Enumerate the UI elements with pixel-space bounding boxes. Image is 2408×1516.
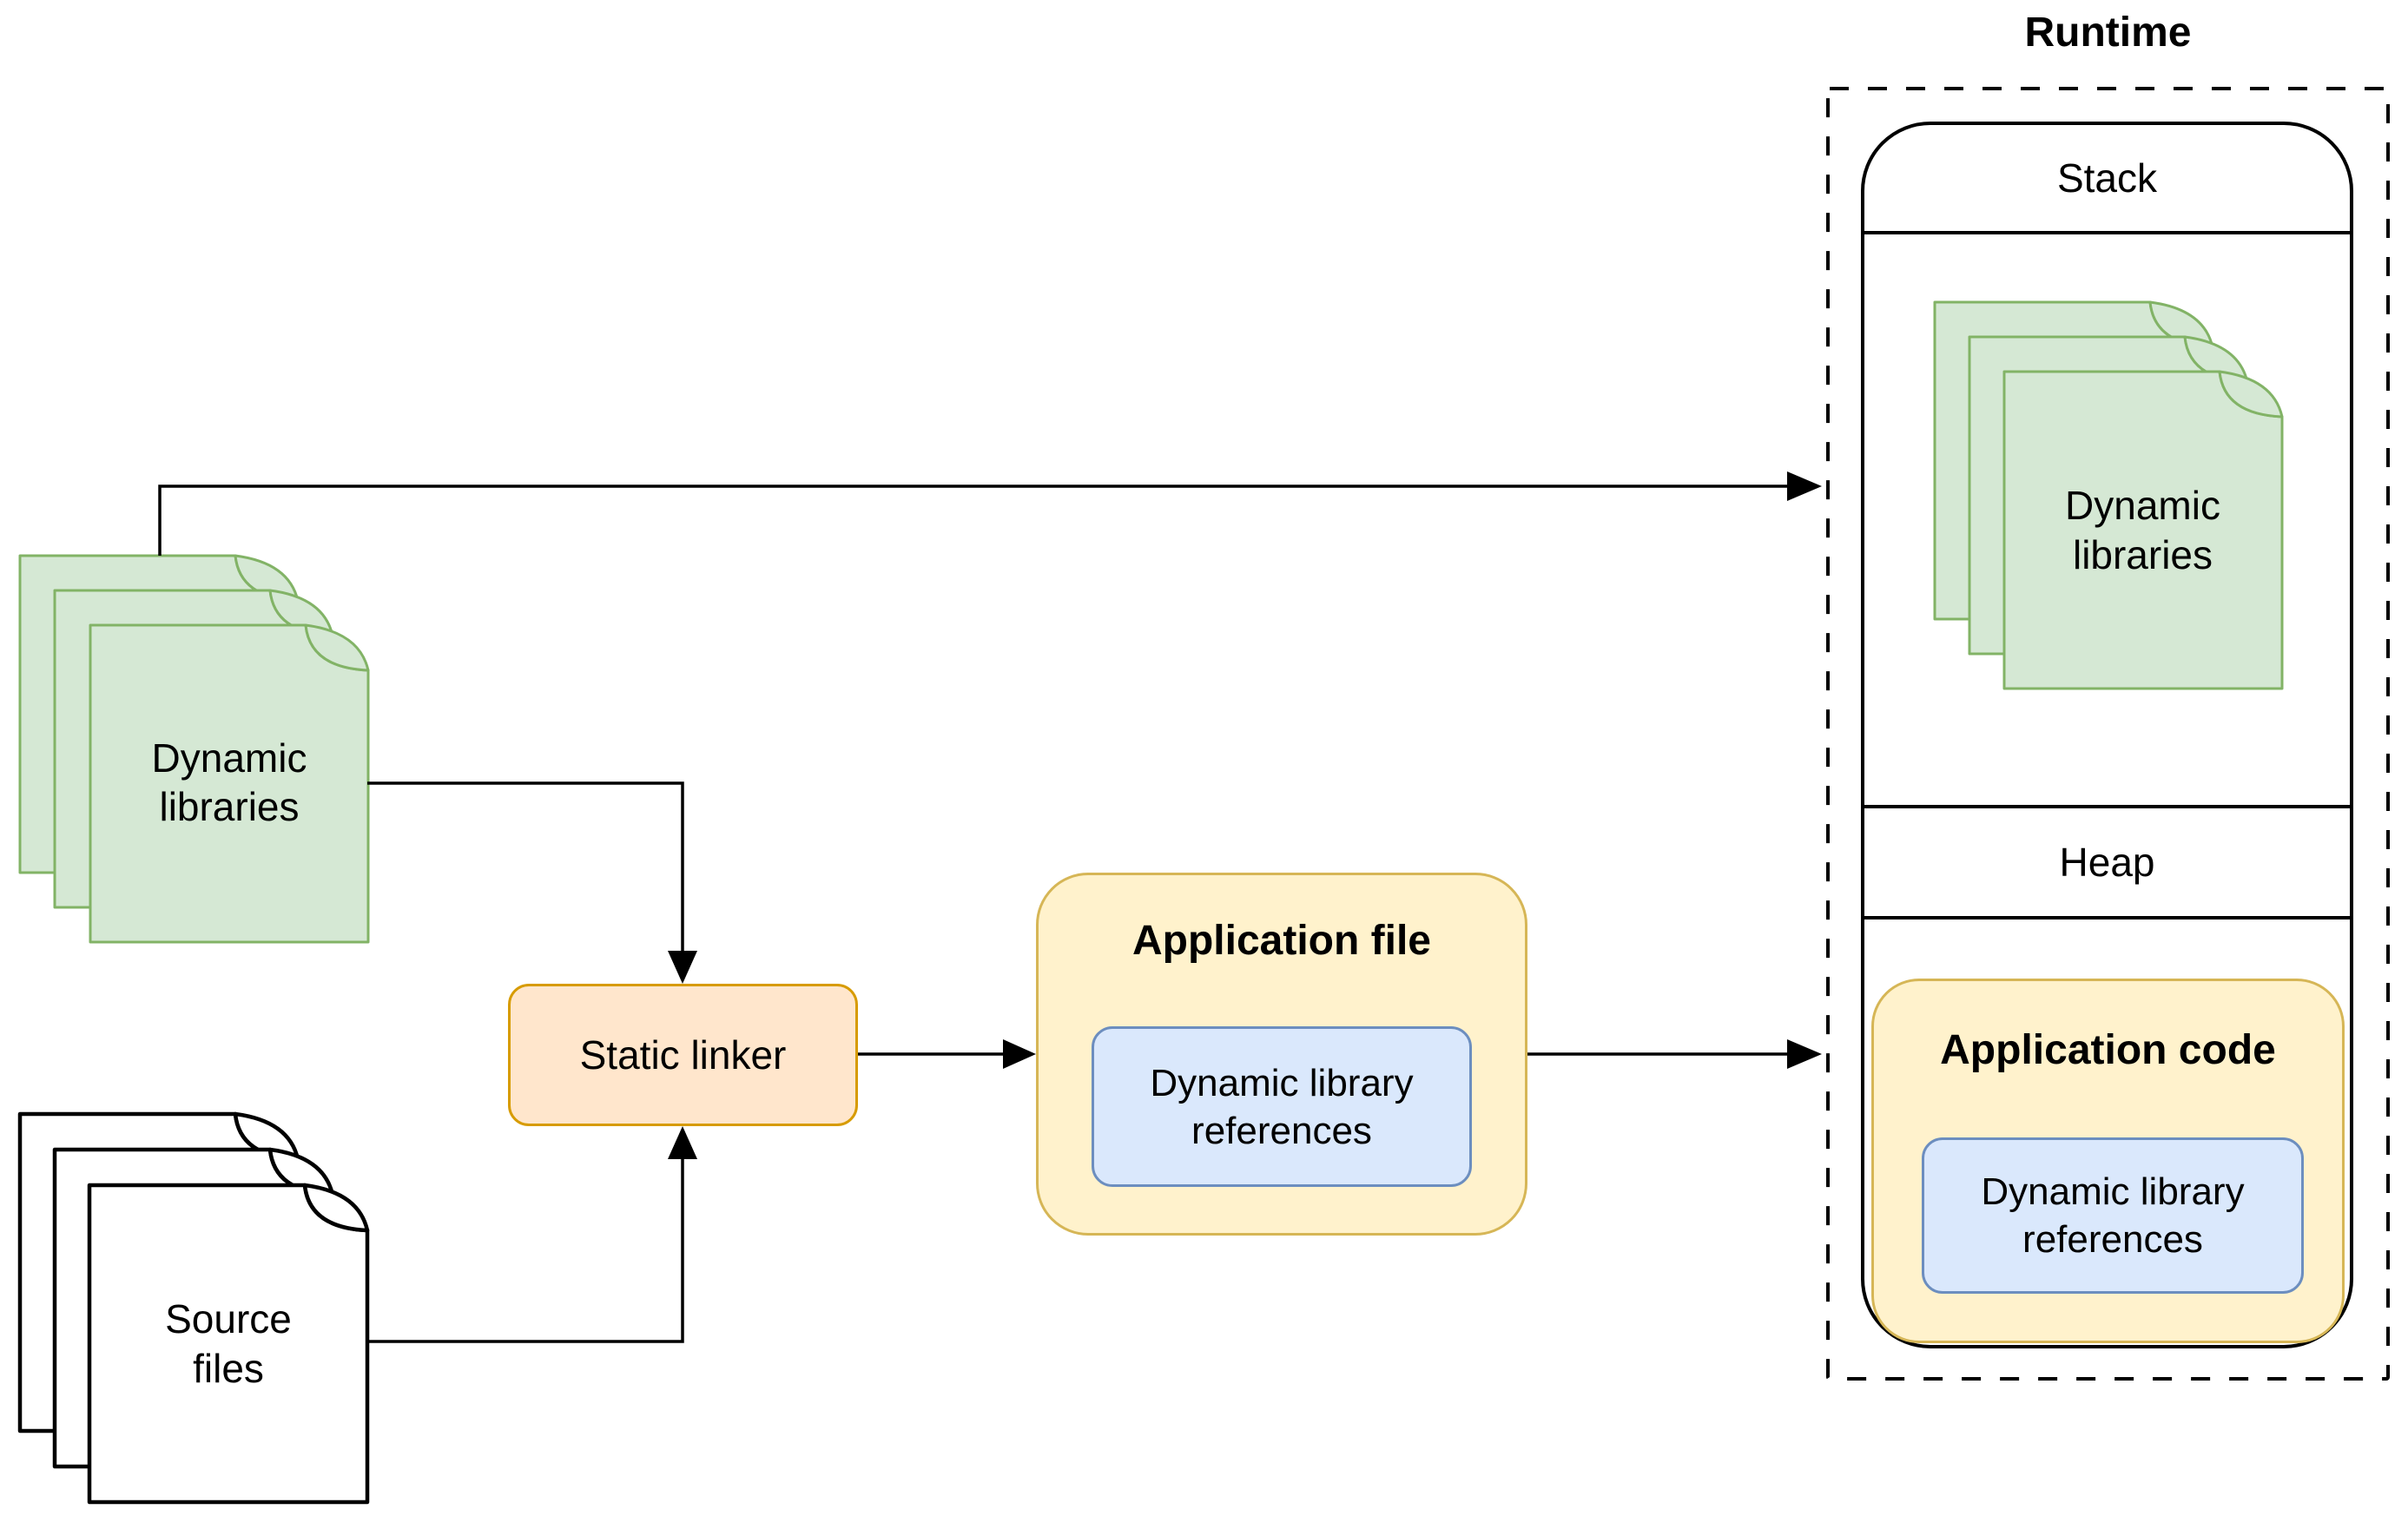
runtime-dashed-boundary bbox=[1826, 87, 2390, 1381]
connector-sourcefiles-to-static-linker bbox=[367, 1126, 697, 1343]
application-file-title: Application file bbox=[1131, 918, 1431, 964]
static-linker-box: Static linker bbox=[508, 984, 858, 1126]
connector-appfile-to-runtime bbox=[1527, 1039, 1822, 1069]
stack-section-label: Stack bbox=[2056, 155, 2158, 201]
application-code-title: Application code bbox=[1940, 1027, 2276, 1073]
connector-dynlibs-to-static-linker bbox=[367, 781, 697, 984]
dynamic-libraries-label: Dynamic libraries bbox=[151, 735, 307, 829]
heap-bottom-divider bbox=[1863, 916, 2352, 919]
connector-dynlibs-to-runtime-stack bbox=[158, 471, 1822, 556]
arrowhead-icon bbox=[1787, 1039, 1822, 1069]
runtime-dynamic-libraries-label: Dynamic libraries bbox=[2065, 483, 2220, 577]
arrowhead-icon bbox=[668, 951, 697, 984]
stack-section-divider bbox=[1863, 231, 2352, 234]
source-files-label: Source files bbox=[165, 1296, 292, 1391]
heap-section-label: Heap bbox=[2059, 839, 2155, 885]
dynamic-library-references-box: Dynamic library references bbox=[1092, 1026, 1472, 1187]
arrowhead-icon bbox=[668, 1126, 697, 1159]
heap-top-divider bbox=[1863, 805, 2352, 808]
arrowhead-icon bbox=[1003, 1039, 1036, 1069]
runtime-dynamic-library-references-box: Dynamic library references bbox=[1922, 1137, 2304, 1294]
connector-staticlinker-to-appfile bbox=[858, 1039, 1036, 1069]
arrowhead-icon bbox=[1787, 471, 1822, 501]
runtime-title: Runtime bbox=[2024, 9, 2192, 56]
runtime-memory-container bbox=[1861, 122, 2353, 1348]
